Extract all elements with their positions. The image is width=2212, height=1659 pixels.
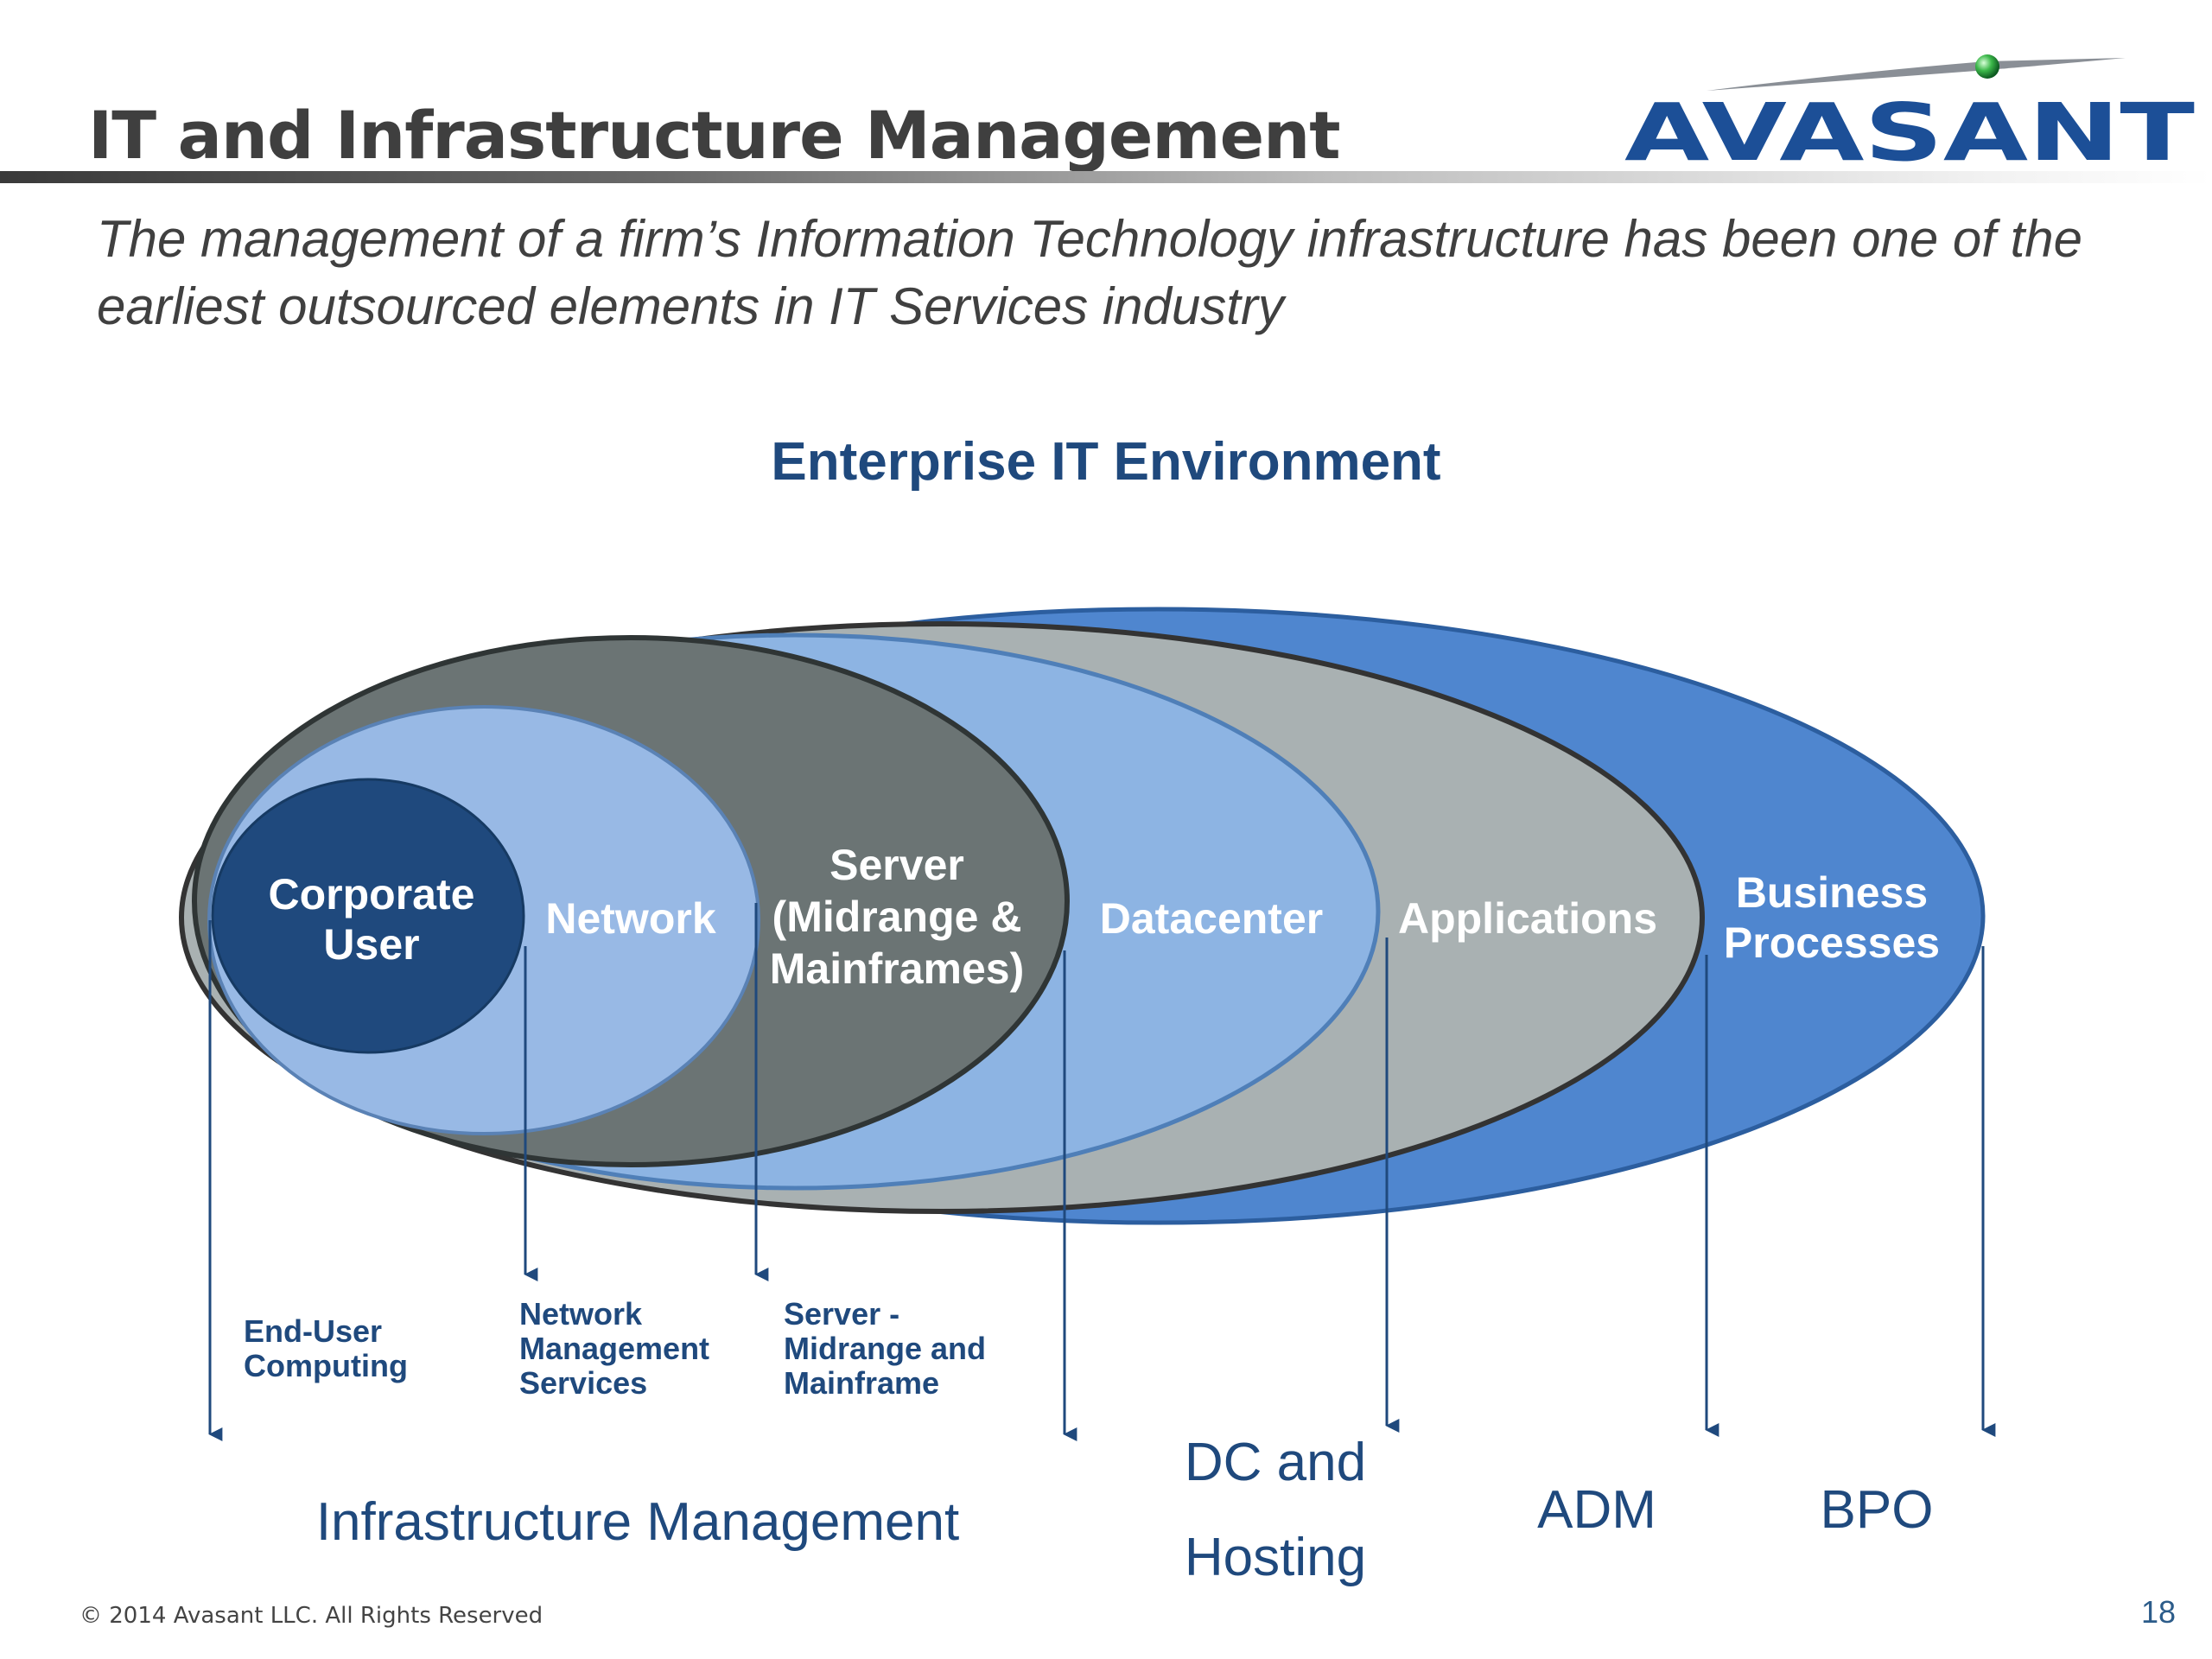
ring-label-user-line: User xyxy=(323,920,419,969)
service-label-nms-line: Management xyxy=(519,1331,709,1366)
ring-corporate-user xyxy=(211,778,525,1054)
service-label-srv-line: Mainframe xyxy=(784,1365,939,1401)
page-number: 18 xyxy=(2140,1594,2176,1630)
category-label-dc-line: Hosting xyxy=(1185,1528,1366,1587)
ring-label-applications: Applications xyxy=(1398,894,1657,943)
logo-swoosh xyxy=(1707,58,2126,91)
category-label-im: Infrastructure Management xyxy=(316,1492,959,1552)
category-label-bpo-line: BPO xyxy=(1821,1480,1934,1540)
ring-label-server-line: Mainframes) xyxy=(770,944,1025,993)
logo-ball xyxy=(1975,54,1999,79)
ring-label-business-line: Business xyxy=(1736,868,1928,917)
category-label-adm-line: ADM xyxy=(1537,1480,1656,1540)
service-label-srv-line: Server - xyxy=(784,1296,899,1332)
category-label-adm: ADM xyxy=(1537,1480,1656,1540)
category-label-im-line: Infrastructure Management xyxy=(316,1492,959,1552)
ring-label-server: Server(Midrange &Mainframes) xyxy=(770,841,1025,993)
logo-text: AVASANT xyxy=(1624,86,2195,177)
ring-label-user-line: Corporate xyxy=(269,870,475,918)
service-label-nms-line: Network xyxy=(519,1296,643,1332)
service-label-eud-line: Computing xyxy=(244,1348,408,1383)
title-rule xyxy=(0,171,2212,183)
diagram-title: Enterprise IT Environment xyxy=(771,432,1440,492)
ring-label-network: Network xyxy=(545,894,715,943)
service-label-nms-line: Services xyxy=(519,1365,647,1401)
slide-title: IT and Infrastructure Management xyxy=(88,97,1341,174)
ring-label-business-line: Processes xyxy=(1724,918,1940,967)
service-label-srv-line: Midrange and xyxy=(784,1331,986,1366)
service-label-eud-line: End-User xyxy=(244,1313,382,1349)
category-label-bpo: BPO xyxy=(1821,1480,1934,1540)
slide-subtitle: The management of a firm’s Information T… xyxy=(97,210,2082,335)
category-label-dc-line: DC and xyxy=(1185,1433,1366,1492)
ring-label-datacenter-line: Datacenter xyxy=(1100,894,1323,943)
ring-label-applications-line: Applications xyxy=(1398,894,1657,943)
ring-label-server-line: Server xyxy=(830,841,964,889)
ring-label-datacenter: Datacenter xyxy=(1100,894,1323,943)
copyright-footer: © 2014 Avasant LLC. All Rights Reserved xyxy=(79,1603,543,1629)
ring-label-server-line: (Midrange & xyxy=(772,893,1022,941)
avasant-logo: AVASANT xyxy=(1624,54,2195,177)
ring-label-network-line: Network xyxy=(545,894,715,943)
